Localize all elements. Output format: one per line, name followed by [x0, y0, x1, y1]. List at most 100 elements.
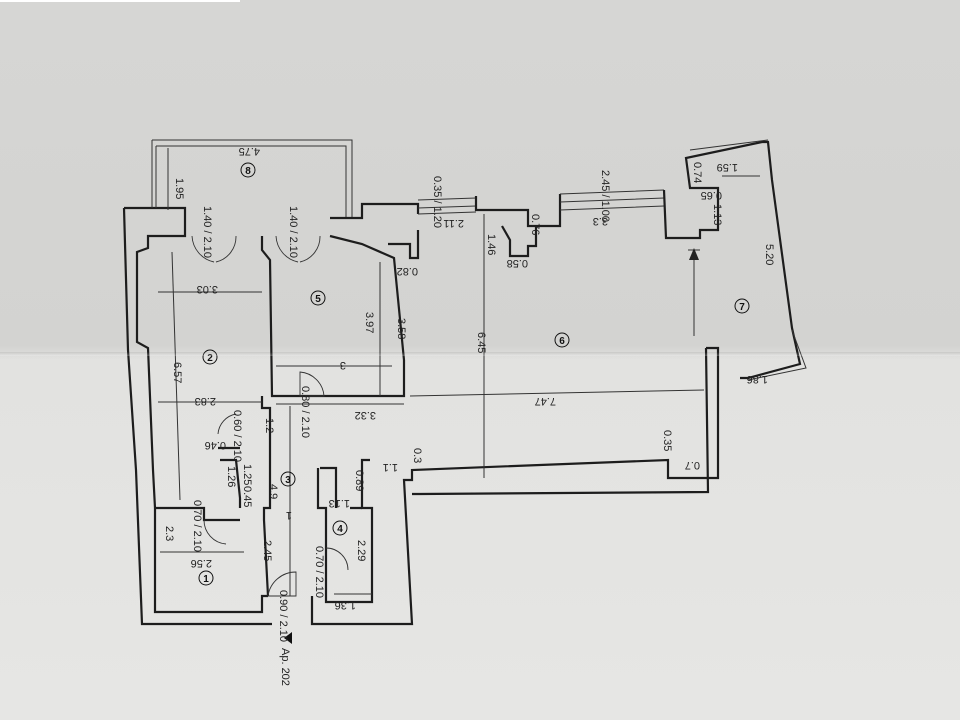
dim-r2-top: 3.03 [197, 283, 218, 295]
room-marker-1: 1 [198, 570, 214, 586]
dim-hall-g: 0.89 [353, 470, 365, 491]
dim-r7-step-b: 0.65 [701, 189, 722, 201]
room-marker-6: 6 [554, 332, 570, 348]
svg-text:6: 6 [559, 336, 565, 347]
dim-r6-height: 6.45 [475, 332, 487, 353]
wall-notch-mid [388, 230, 420, 260]
dim-r6-notch-b: 0.3 [411, 448, 423, 463]
wall-left-outer [124, 206, 268, 614]
dim-win-big: 2.45 / 1.00 [599, 170, 611, 222]
window-big [559, 189, 665, 211]
dim-hall-e: 0.45 [241, 486, 253, 507]
wall-right-outline [412, 347, 710, 496]
dim-r5-total: 3.58 [395, 318, 407, 339]
dim-r6-notch-c: 0.35 [661, 430, 673, 451]
dim-hall-b: 0.46 [205, 439, 226, 451]
dim-r5-door: 0.80 / 2.10 [299, 386, 311, 438]
wall-room-7 [662, 140, 802, 380]
paper-edge [0, 0, 240, 2]
room-marker-7: 7 [734, 298, 750, 314]
svg-text:8: 8 [245, 166, 251, 177]
svg-text:5: 5 [315, 294, 321, 305]
wall-top-step [474, 194, 562, 228]
balcony-railing [151, 139, 353, 218]
dim-hall-f: 1 [286, 509, 292, 521]
dim-r5-length: 3.97 [363, 312, 375, 333]
wall-room-7-outline [689, 139, 807, 381]
dim-living-top-left: 2.11 [443, 217, 464, 229]
wall-step-column [501, 225, 538, 258]
wall-top-mid [330, 202, 420, 220]
dim-r7-top: 1.59 [717, 161, 738, 173]
dim-r4-w: 1.36 [335, 599, 356, 611]
wall-hall-mid [260, 396, 272, 597]
room-markers: 1 2 3 4 5 6 7 8 [198, 162, 750, 586]
dim-r5-width: 3 [340, 359, 346, 371]
svg-text:1: 1 [203, 574, 209, 585]
dim-r7-side: 5.20 [763, 244, 775, 265]
wall-room-4-top [320, 466, 362, 510]
paper-fold [0, 352, 960, 356]
dim-r7-bottom: 1.86 [747, 373, 768, 385]
arrow-head-icon [689, 248, 699, 260]
dim-nook: 0.82 [397, 265, 418, 277]
svg-text:4: 4 [337, 524, 343, 535]
dim-r1-w: 2.56 [191, 557, 212, 569]
wall-room-5 [260, 234, 406, 398]
dim-r7-step-a: 0.74 [691, 162, 703, 183]
room-marker-3: 3 [280, 471, 296, 487]
dim-r4-door: 0.70 / 2.10 [313, 546, 325, 598]
door-entrance [267, 571, 297, 597]
dim-r6-notch-a: 1.1 [383, 461, 398, 473]
dim-win-r8-a: 1.40 / 2.10 [201, 206, 213, 258]
room-marker-8: 8 [240, 162, 256, 178]
room-marker-4: 4 [332, 520, 348, 536]
dim-r2-bottom: 2.83 [195, 395, 216, 407]
dim-r8-depth: 1.95 [173, 178, 185, 199]
doors [191, 235, 349, 597]
dim-living-top-right: 3.3 [593, 215, 608, 227]
wall-room-4 [316, 458, 374, 604]
door-double-8a [191, 235, 237, 263]
outer-walls [122, 139, 807, 626]
dimension-labels: 4.75 1.95 1.40 / 2.10 1.40 / 2.10 3.03 6… [163, 145, 775, 686]
svg-text:2: 2 [207, 353, 213, 364]
door-hall [217, 413, 237, 435]
dim-r1-side: 2.45 [261, 540, 273, 561]
dim-r8-width: 4.75 [239, 145, 260, 157]
wall-right-lower [310, 346, 720, 626]
wall-room-1-top [155, 506, 240, 522]
dim-r6-width: 7.47 [535, 395, 556, 407]
dim-r1-h: 2.3 [163, 526, 175, 541]
dim-win-small: 0.35 / 1.20 [431, 176, 443, 228]
dim-r6-notch-d: 0.7 [685, 459, 700, 471]
dimension-lines [158, 148, 760, 596]
dim-hall-c: 1.26 [225, 466, 237, 487]
dim-entry-door: 0.90 / 2.10 [277, 590, 289, 642]
dim-hall-a: 1.2 [263, 418, 275, 433]
dim-hall-d: 1.25 [241, 464, 253, 485]
dim-step-b: 0.58 [507, 257, 528, 269]
dim-r4-h: 2.29 [355, 540, 367, 561]
dim-hall-len: 4.9 [267, 484, 279, 499]
door-double-8b [275, 235, 321, 263]
dim-win-r8-b: 1.40 / 2.10 [287, 206, 299, 258]
dim-r2-length: 6.57 [171, 362, 183, 383]
entrance-label: Ap. 202 [279, 648, 291, 686]
svg-text:3: 3 [285, 475, 291, 486]
entrance-arrow-icon [284, 632, 292, 644]
dim-hall-door: 0.60 / 2.10 [231, 410, 243, 462]
dim-r7-step-c: 1.13 [711, 204, 723, 225]
dim-step-c: 0.76 [529, 214, 541, 235]
wall-hall-left [218, 446, 242, 508]
room-marker-2: 2 [202, 349, 218, 365]
door-room-5 [299, 371, 325, 397]
dim-r1-door: 0.70 / 2.10 [191, 500, 203, 552]
svg-text:7: 7 [739, 302, 745, 313]
room-marker-5: 5 [310, 290, 326, 306]
dim-r5-base: 3.32 [355, 409, 376, 421]
wall-left-outline [122, 207, 272, 626]
door-room-4 [325, 547, 349, 571]
door-room-1 [203, 519, 227, 545]
